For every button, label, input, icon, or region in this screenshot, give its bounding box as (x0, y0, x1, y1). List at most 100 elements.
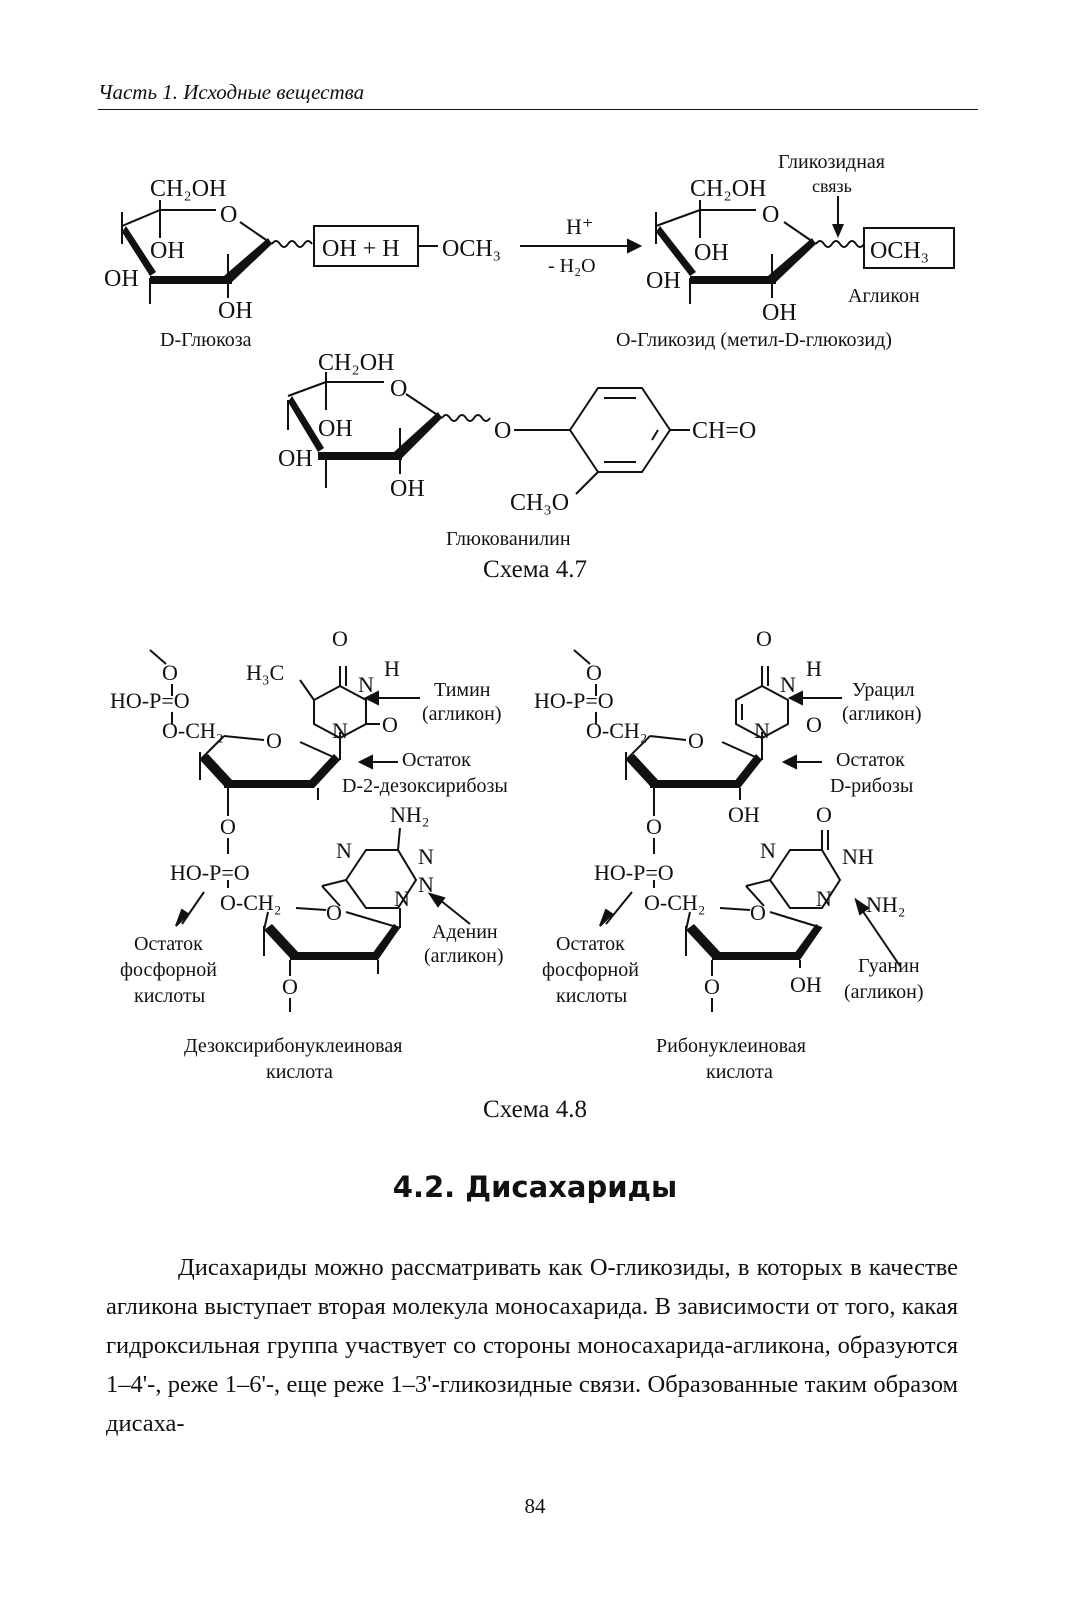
rna-uracil-carbonyl-o: O (756, 626, 772, 651)
aglycone-label: Агликон (848, 285, 920, 307)
water-label: - H₂O (548, 255, 596, 277)
rna-guanine-n7: N (760, 838, 776, 863)
dna-methoxy-o: O (162, 660, 178, 685)
rna-phosphate-label-1: Остаток (556, 933, 625, 955)
dna-thymine-carbonyl-o: O (332, 626, 348, 651)
dna-bottom-o: O (282, 974, 298, 999)
catalyst-label: H⁺ (566, 214, 594, 239)
scheme-4-7-caption: Схема 4.7 (483, 556, 587, 583)
rna-phosphate-label-2: фосфорной (542, 959, 639, 981)
ribose-label-2: D-рибозы (830, 775, 913, 797)
glucose-ring (121, 200, 313, 304)
deoxyribose-label-2: D-2-дезоксирибозы (342, 775, 508, 797)
glucovanillin-oh-3: OH (390, 476, 425, 502)
dna-phosphate-label-1: Остаток (134, 933, 203, 955)
running-header: Часть 1. Исходные вещества (98, 80, 978, 110)
deoxyribose-label-1: Остаток (402, 749, 471, 771)
guanine-label-1: Гуанин (858, 955, 920, 977)
glucovanillin-ch2oh: CH₂OH (318, 350, 394, 376)
rna-phosphate-label-3: кислоты (556, 985, 627, 1007)
rna-o-ch2-2: O-CH₂ (644, 890, 705, 915)
rna-bottom-o: O (704, 974, 720, 999)
methanol-och3: OCH₃ (442, 236, 501, 262)
glucovanillin-name: Глюкованилин (446, 528, 571, 550)
rna-name-1: Рибонуклеиновая (656, 1035, 806, 1057)
dna-h3c: H₃C (246, 660, 284, 685)
dna-phosphate-top: HO-P=O (110, 688, 190, 713)
glycoside-oh-4: OH (646, 268, 681, 294)
glucose-oh-3: OH (218, 298, 253, 324)
glucovanillin-oh-4: OH (278, 446, 313, 472)
dna-adenine-n9: N (394, 886, 410, 911)
rna-oh-2: OH (790, 972, 822, 997)
glucovanillin-cho: CH=O (692, 418, 756, 444)
rna-uracil-n3: N (780, 672, 796, 697)
rna-sugar-ring-o: O (688, 728, 704, 753)
scheme-4-8: O HO-P=O O-CH₂ O H₃C O N H N O Тимин (аг… (110, 626, 923, 1083)
scheme-4-8-caption: Схема 4.8 (483, 1096, 587, 1123)
scheme-4-7: CH₂OH O OH OH OH D-Глюкоза OH + H OCH₃ H… (104, 151, 955, 550)
dna-link-o: O (220, 814, 236, 839)
rna-o-ch2: O-CH₂ (586, 718, 647, 743)
glycoside-name: O-Гликозид (метил-D-глюкозид) (616, 329, 892, 351)
uracil-label-1: Урацил (852, 679, 915, 701)
glycoside-och3: OCH₃ (870, 238, 929, 264)
glucovanillin-ring-o: O (390, 376, 407, 402)
rna-guanine-n9: N (816, 886, 832, 911)
ribose-label-1: Остаток (836, 749, 905, 771)
dna-name-2: кислота (266, 1061, 333, 1083)
dna-o-ch2-2: O-CH₂ (220, 890, 281, 915)
dna-adenine-nh2: NH₂ (390, 802, 429, 827)
dna-name-1: Дезоксирибонуклеиновая (184, 1035, 402, 1057)
dna-phosphate-label-2: фосфорной (120, 959, 217, 981)
rna-uracil-n1: N (754, 718, 770, 743)
rna-name-2: кислота (706, 1061, 773, 1083)
dna-adenine-n3: N (418, 872, 434, 897)
dna-phosphate-label-3: кислоты (134, 985, 205, 1007)
rna-phosphate-top: HO-P=O (534, 688, 614, 713)
glycoside-ring (655, 196, 955, 304)
body-paragraph: Дисахариды можно рассматривать как O-гли… (106, 1254, 958, 1437)
uracil-label-2: (агликон) (842, 703, 921, 725)
glucose-oh-4: OH (104, 266, 139, 292)
adenine-label-2: (агликон) (424, 945, 503, 967)
page-number: 84 (524, 1494, 546, 1518)
dna-thymine-carbonyl-o2: O (382, 712, 398, 737)
dna-thymine-n1: N (332, 718, 348, 743)
rna-guanine-nh2: NH₂ (866, 892, 905, 917)
glycoside-ch2oh: CH₂OH (690, 176, 766, 202)
rna-guanine-nh: NH (842, 844, 874, 869)
glycoside-oh-2: OH (694, 240, 729, 266)
bond-label-2: связь (812, 176, 852, 196)
adenine-label-1: Аденин (432, 921, 498, 943)
glucovanillin-och3: CH₃O (510, 490, 569, 516)
dna-o-ch2: O-CH₂ (162, 718, 223, 743)
rna-guanine-carbonyl-o: O (816, 802, 832, 827)
dna-structure (149, 649, 471, 1012)
rna-sugar2-ring-o: O (750, 900, 766, 925)
rna-phosphate-mid: HO-P=O (594, 860, 674, 885)
dna-phosphate-mid: HO-P=O (170, 860, 250, 885)
dna-adenine-n1: N (418, 844, 434, 869)
dna-sugar-ring-o: O (266, 728, 282, 753)
glucose-ring-o: O (220, 202, 237, 228)
dna-thymine-h: H (384, 656, 400, 681)
dna-sugar2-ring-o: O (326, 900, 342, 925)
glucose-oh-2: OH (150, 238, 185, 264)
thymine-label-2: (агликон) (422, 703, 501, 725)
rna-oh: OH (728, 802, 760, 827)
glycoside-ring-o: O (762, 202, 779, 228)
rna-structure (573, 649, 901, 1012)
rna-uracil-h: H (806, 656, 822, 681)
glucovanillin-structure (287, 372, 690, 495)
glycoside-oh-3: OH (762, 300, 797, 326)
thymine-label-1: Тимин (434, 679, 491, 701)
rna-uracil-carbonyl-o2: O (806, 712, 822, 737)
guanine-label-2: (агликон) (844, 981, 923, 1003)
bond-label-1: Гликозидная (778, 151, 885, 173)
section-title: 4.2. Дисахариды (392, 1170, 678, 1204)
rna-link-o: O (646, 814, 662, 839)
rna-methoxy-o: O (586, 660, 602, 685)
dna-thymine-n3: N (358, 672, 374, 697)
reagent-text: OH + H (322, 236, 400, 262)
